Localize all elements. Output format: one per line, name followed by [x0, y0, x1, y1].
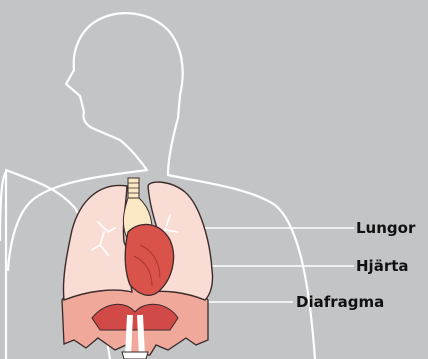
heart-label: Hjärta [356, 257, 409, 275]
diaphragm-label: Diafragma [296, 293, 384, 311]
spine [122, 352, 148, 359]
left-lung [63, 185, 132, 300]
lungs-label: Lungor [356, 219, 415, 237]
